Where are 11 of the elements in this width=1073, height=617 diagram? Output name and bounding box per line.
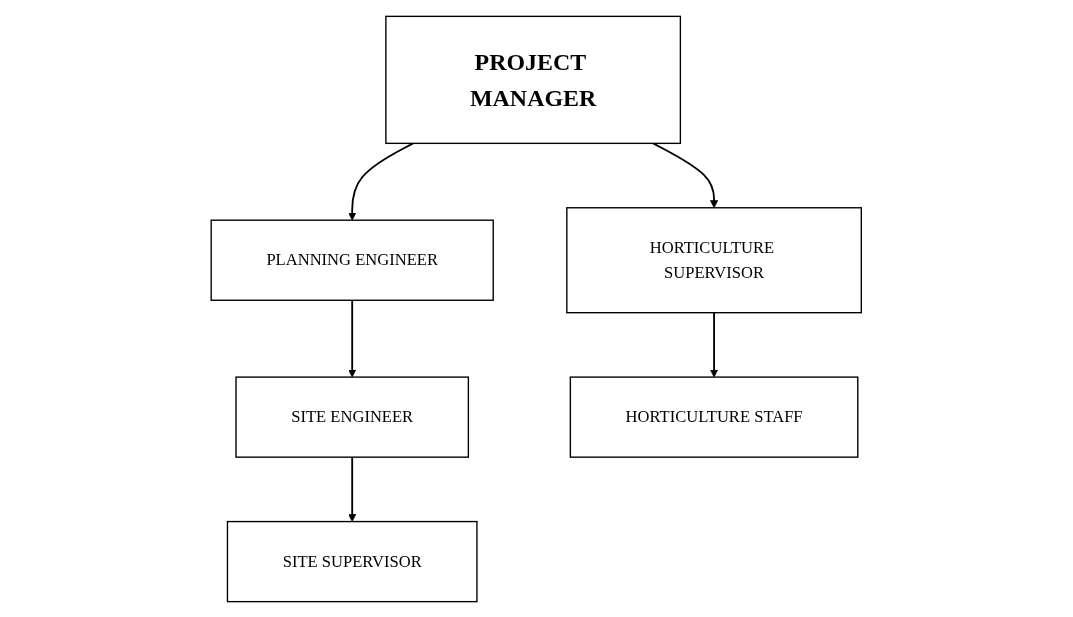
arrow [652,141,719,208]
node-box: PROJECT MANAGER [385,15,682,144]
node-box: HORTICULTURE STAFF [569,375,859,458]
node-box: SITE ENGINEER [235,375,470,458]
arrow [348,298,357,377]
node-box: HORTICULTURE SUPERVISOR [566,206,863,313]
node-box: SITE SUPERVISOR [227,520,478,602]
arrow [348,455,357,522]
arrow [710,311,719,377]
node-box: PLANNING ENGINEER [210,219,495,301]
arrow [348,141,415,221]
